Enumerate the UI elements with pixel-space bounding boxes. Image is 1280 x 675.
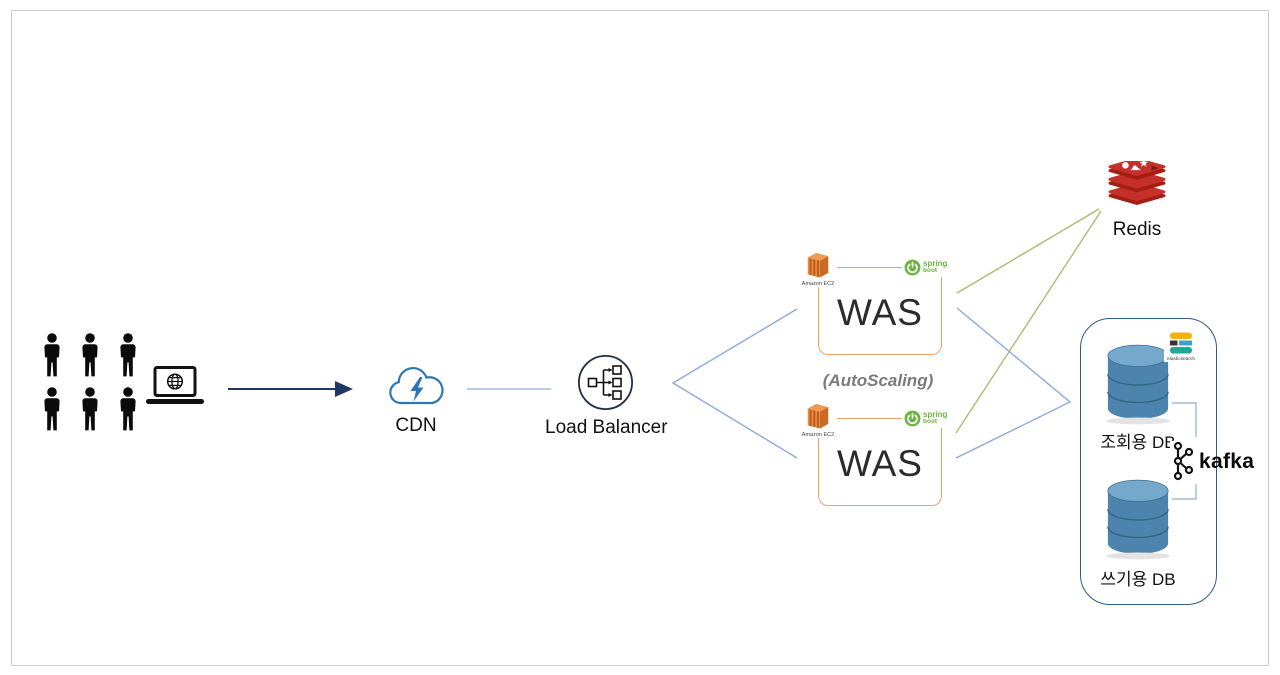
laptop-icon [146,366,204,404]
bracket-readdb-to-kafka [1172,402,1197,437]
person-icon [44,387,60,431]
load-balancer-node: Load Balancer [545,354,668,439]
person-icon [82,387,98,431]
elasticsearch-caption: elasticsearch [1167,357,1195,362]
elasticsearch-icon [1170,332,1192,354]
redis-label: Redis [1112,219,1162,240]
was-bottom-label: WAS [837,443,923,484]
load-balancer-icon [577,354,633,411]
person-icon [44,333,60,377]
amazon-ec2-icon [807,403,829,429]
fork-was-to-db-box [955,307,1072,459]
user-group [40,333,154,433]
line-was-top-to-redis [956,208,1100,294]
line-was-bottom-to-redis [955,210,1102,434]
read-db-icon [1105,344,1171,425]
ec2-caption-top: Amazon EC2 [801,281,835,287]
amazon-ec2-icon [807,252,829,278]
cdn-label: CDN [395,415,437,436]
data-store-container [1080,318,1217,605]
person-icon [120,333,136,377]
person-icon [120,387,136,431]
write-db-label: 쓰기용 DB [1100,570,1176,589]
write-db-icon [1105,479,1171,560]
ec2-badge-bottom: Amazon EC2 [799,401,837,438]
kafka-label: kafka [1199,450,1255,473]
spring-boot-badge-bottom: spring boot [902,409,950,428]
autoscaling-note: (AutoScaling) [822,371,934,390]
spring-boot-icon [904,410,921,427]
was-box-top: WAS [818,267,942,355]
spring-boot-text-top: boot [923,267,938,275]
was-box-bottom: WAS [818,418,942,506]
fork-lb-to-was [671,308,798,459]
redis-icon [1108,161,1166,205]
cdn-node: CDN [382,364,450,437]
load-balancer-label: Load Balancer [545,417,668,438]
cdn-cloud-icon [389,367,444,405]
person-icon [82,333,98,377]
elasticsearch-badge: elasticsearch [1164,330,1198,362]
redis-node: Redis [1106,161,1168,241]
read-db-label: 조회용 DB [1100,433,1176,452]
was-top-label: WAS [837,292,923,333]
spring-boot-badge-top: spring boot [902,258,950,277]
spring-boot-icon [904,259,921,276]
ec2-caption-bottom: Amazon EC2 [801,432,835,438]
spring-boot-text-bottom: boot [923,418,938,426]
ec2-badge-top: Amazon EC2 [799,250,837,287]
spring-text-top: spring [923,259,948,269]
kafka-icon [1170,441,1196,481]
spring-text-bottom: spring [923,410,948,420]
lightning-icon [410,377,424,402]
bracket-kafka-to-writedb [1172,484,1197,500]
